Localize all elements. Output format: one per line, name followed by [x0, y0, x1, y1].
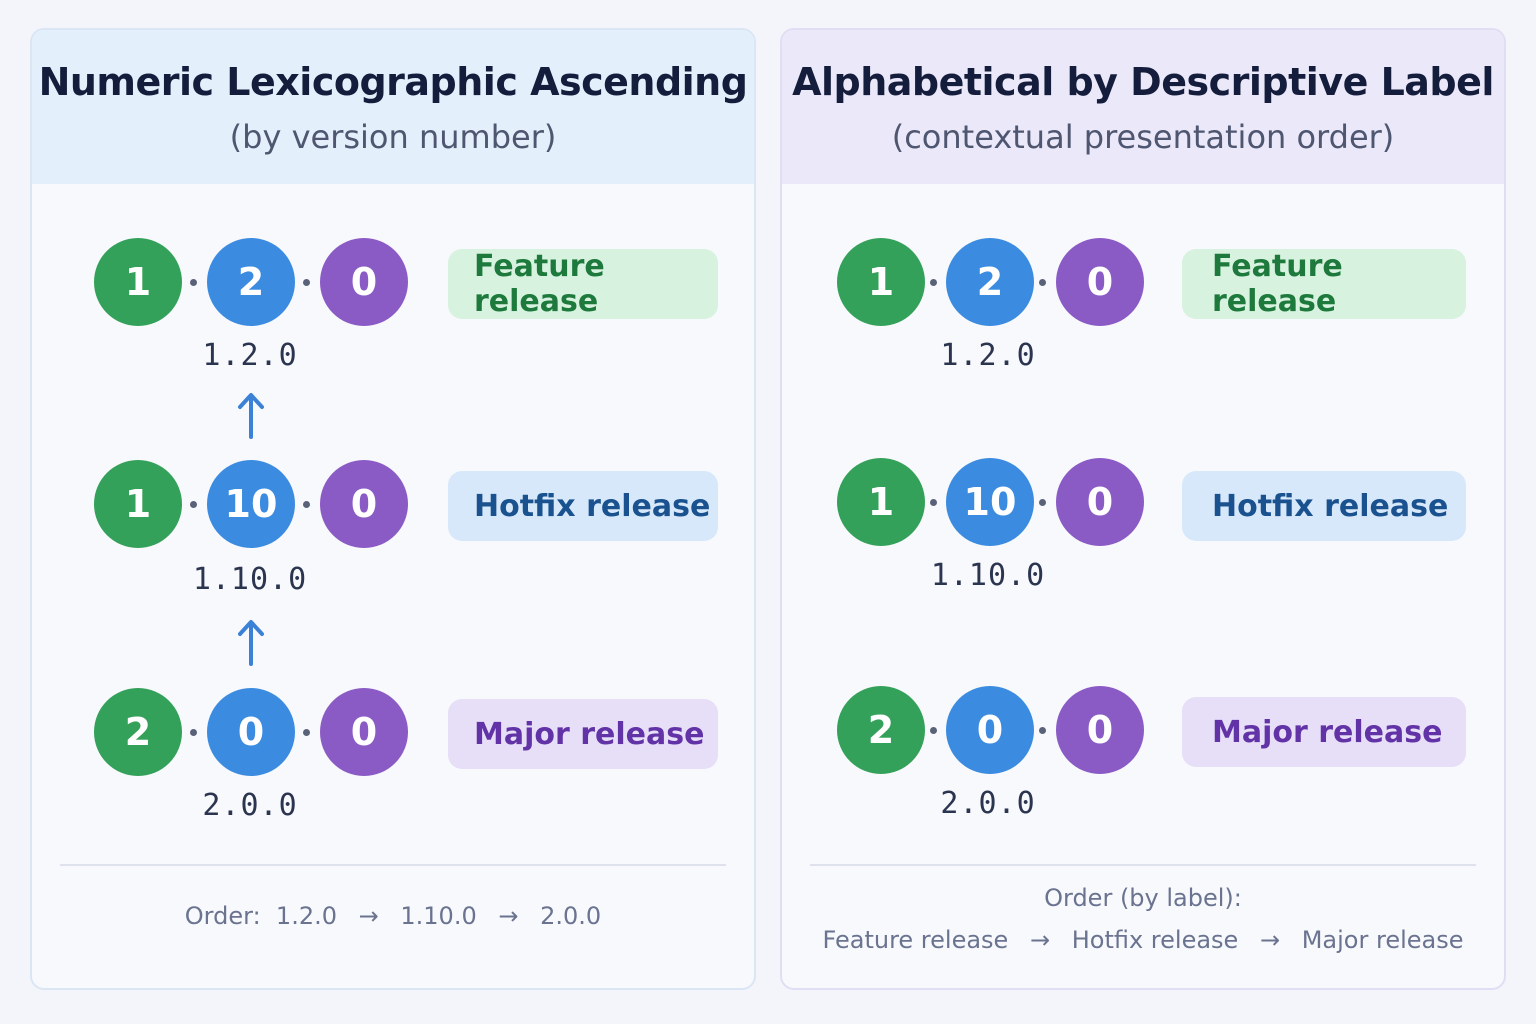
up-arrow-icon [238, 393, 264, 439]
major-number-circle: 1 [94, 460, 182, 548]
patch-number-circle: 0 [320, 688, 408, 776]
separator-dot [930, 499, 937, 506]
panel-header: Alphabetical by Descriptive Label (conte… [782, 30, 1504, 184]
version-row: 2 0 0 2.0.0 Major release [782, 686, 1504, 826]
divider [60, 864, 726, 866]
up-arrow-icon [238, 620, 264, 666]
minor-number-circle: 2 [207, 238, 295, 326]
version-row: 1 10 0 1.10.0 Hotfix release [32, 460, 754, 600]
minor-number-circle: 2 [946, 238, 1034, 326]
patch-number-circle: 0 [1056, 238, 1144, 326]
right-arrow-icon: → [1029, 926, 1051, 954]
separator-dot [303, 729, 310, 736]
separator-dot [1039, 727, 1046, 734]
version-row: 1 2 0 1.2.0 Feature release [32, 238, 754, 378]
major-number-circle: 1 [837, 238, 925, 326]
separator-dot [190, 279, 197, 286]
version-row: 1 2 0 1.2.0 Feature release [782, 238, 1504, 378]
release-label-pill: Major release [1182, 697, 1466, 767]
order-item: 1.2.0 [275, 902, 337, 930]
separator-dot [303, 279, 310, 286]
version-row: 2 0 0 2.0.0 Major release [32, 688, 754, 828]
numeric-order-panel: Numeric Lexicographic Ascending (by vers… [30, 28, 756, 990]
separator-dot [930, 279, 937, 286]
release-label-pill: Hotfix release [448, 471, 718, 541]
separator-dot [1039, 279, 1046, 286]
patch-number-circle: 0 [320, 238, 408, 326]
version-string: 1.2.0 [202, 338, 298, 373]
separator-dot [303, 501, 310, 508]
version-string: 1.10.0 [192, 562, 308, 597]
order-item: 1.10.0 [400, 902, 477, 930]
version-string: 1.2.0 [940, 338, 1036, 373]
right-arrow-icon: → [358, 902, 379, 930]
separator-dot [930, 727, 937, 734]
minor-number-circle: 10 [207, 460, 295, 548]
separator-dot [1039, 499, 1046, 506]
release-label-pill: Feature release [1182, 249, 1466, 319]
minor-number-circle: 10 [946, 458, 1034, 546]
major-number-circle: 1 [837, 458, 925, 546]
label-order-panel: Alphabetical by Descriptive Label (conte… [780, 28, 1506, 990]
panel-title: Alphabetical by Descriptive Label [792, 60, 1494, 104]
patch-number-circle: 0 [320, 460, 408, 548]
version-string: 2.0.0 [202, 788, 298, 823]
version-row: 1 10 0 1.10.0 Hotfix release [782, 458, 1504, 598]
order-summary: Feature release → Hotfix release → Major… [782, 926, 1504, 954]
separator-dot [190, 729, 197, 736]
order-item: Hotfix release [1071, 926, 1239, 954]
version-string: 1.10.0 [930, 558, 1046, 593]
order-item: Feature release [822, 926, 1009, 954]
order-summary: Order: 1.2.0 → 1.10.0 → 2.0.0 [32, 902, 754, 930]
patch-number-circle: 0 [1056, 458, 1144, 546]
order-item: Major release [1301, 926, 1464, 954]
panel-header: Numeric Lexicographic Ascending (by vers… [32, 30, 754, 184]
right-arrow-icon: → [498, 902, 519, 930]
panel-subtitle: (contextual presentation order) [891, 118, 1395, 156]
patch-number-circle: 0 [1056, 686, 1144, 774]
major-number-circle: 2 [94, 688, 182, 776]
release-label-pill: Feature release [448, 249, 718, 319]
order-item: 2.0.0 [540, 902, 602, 930]
separator-dot [190, 501, 197, 508]
major-number-circle: 2 [837, 686, 925, 774]
divider [810, 864, 1476, 866]
minor-number-circle: 0 [207, 688, 295, 776]
release-label-pill: Major release [448, 699, 718, 769]
minor-number-circle: 0 [946, 686, 1034, 774]
version-string: 2.0.0 [940, 786, 1036, 821]
major-number-circle: 1 [94, 238, 182, 326]
order-prefix: Order: [184, 902, 261, 930]
panel-title: Numeric Lexicographic Ascending [38, 60, 748, 104]
release-label-pill: Hotfix release [1182, 471, 1466, 541]
panel-subtitle: (by version number) [229, 118, 557, 156]
right-arrow-icon: → [1259, 926, 1281, 954]
order-heading: Order (by label): [1044, 884, 1242, 912]
